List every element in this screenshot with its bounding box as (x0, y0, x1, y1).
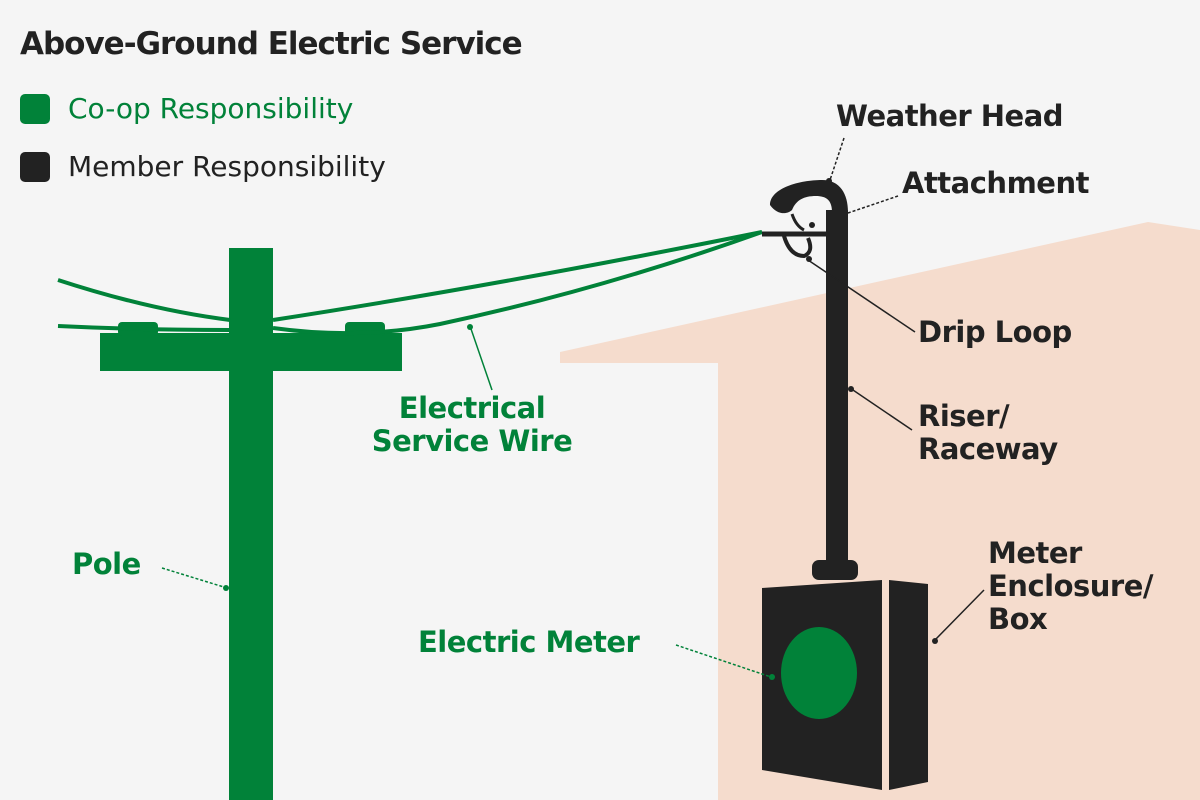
meter-enclosure-side (889, 580, 928, 790)
label-meter-enclosure-line3: Box (988, 602, 1048, 636)
dot-pole (223, 585, 229, 591)
leader-attachment (847, 195, 899, 214)
leader-drip-loop (807, 259, 916, 333)
wire-lower-right (272, 230, 763, 336)
label-pole: Pole (72, 547, 141, 581)
dot-weather-head (826, 178, 832, 184)
legend-item-coop: Co-op Responsibility (20, 92, 353, 125)
electric-meter-dial (781, 627, 857, 719)
riser-assembly (762, 180, 928, 790)
wire-upper-left (57, 278, 231, 322)
label-riser-line1: Riser/ (918, 399, 1010, 433)
dot-electric-meter (769, 674, 775, 680)
dot-meter-enclosure (932, 638, 938, 644)
label-attachment: Attachment (902, 166, 1089, 200)
drip-loop-inner (790, 213, 805, 232)
leader-pole (161, 567, 228, 589)
label-drip-loop: Drip Loop (918, 315, 1072, 349)
member-swatch-icon (20, 151, 50, 182)
dot-service-wire (467, 324, 473, 330)
dot-riser (848, 386, 854, 392)
leader-lines (161, 137, 985, 678)
label-weather-head: Weather Head (836, 99, 1064, 133)
wire-lower-left (57, 324, 231, 332)
label-riser-raceway: Riser/ Raceway (918, 400, 1058, 466)
label-service-wire: Electrical Service Wire (356, 392, 588, 458)
leader-dots (223, 178, 938, 680)
pole-shaft (229, 248, 273, 800)
legend-label-coop: Co-op Responsibility (68, 92, 354, 125)
label-meter-enclosure: Meter Enclosure/ Box (988, 537, 1153, 636)
service-wires (57, 230, 763, 336)
utility-pole (100, 248, 402, 800)
label-electric-meter: Electric Meter (418, 625, 640, 659)
drip-loop-icon (782, 235, 813, 259)
dot-attachment (809, 222, 815, 228)
dot-drip-loop (806, 256, 812, 262)
label-meter-enclosure-line1: Meter (988, 536, 1082, 570)
pole-crossarm (100, 333, 402, 371)
leader-riser (849, 387, 913, 431)
leader-meter-enclosure (933, 589, 985, 642)
riser-pipe (826, 210, 848, 570)
riser-coupling (812, 560, 858, 580)
diagram-title: Above-Ground Electric Service (20, 26, 523, 62)
weather-head-icon (770, 180, 848, 228)
leader-electric-meter (675, 644, 772, 678)
leader-service-wire (469, 325, 493, 391)
label-riser-line2: Raceway (918, 432, 1058, 466)
coop-swatch-icon (20, 93, 50, 124)
wire-upper-right (272, 230, 763, 322)
legend-label-member: Member Responsibility (68, 150, 386, 183)
label-service-wire-line1: Electrical (398, 391, 546, 425)
house-shape (560, 222, 1200, 800)
label-service-wire-line2: Service Wire (371, 424, 573, 458)
label-meter-enclosure-line2: Enclosure/ (988, 569, 1153, 603)
legend-item-member: Member Responsibility (20, 150, 386, 183)
leader-weather-head (829, 137, 845, 181)
